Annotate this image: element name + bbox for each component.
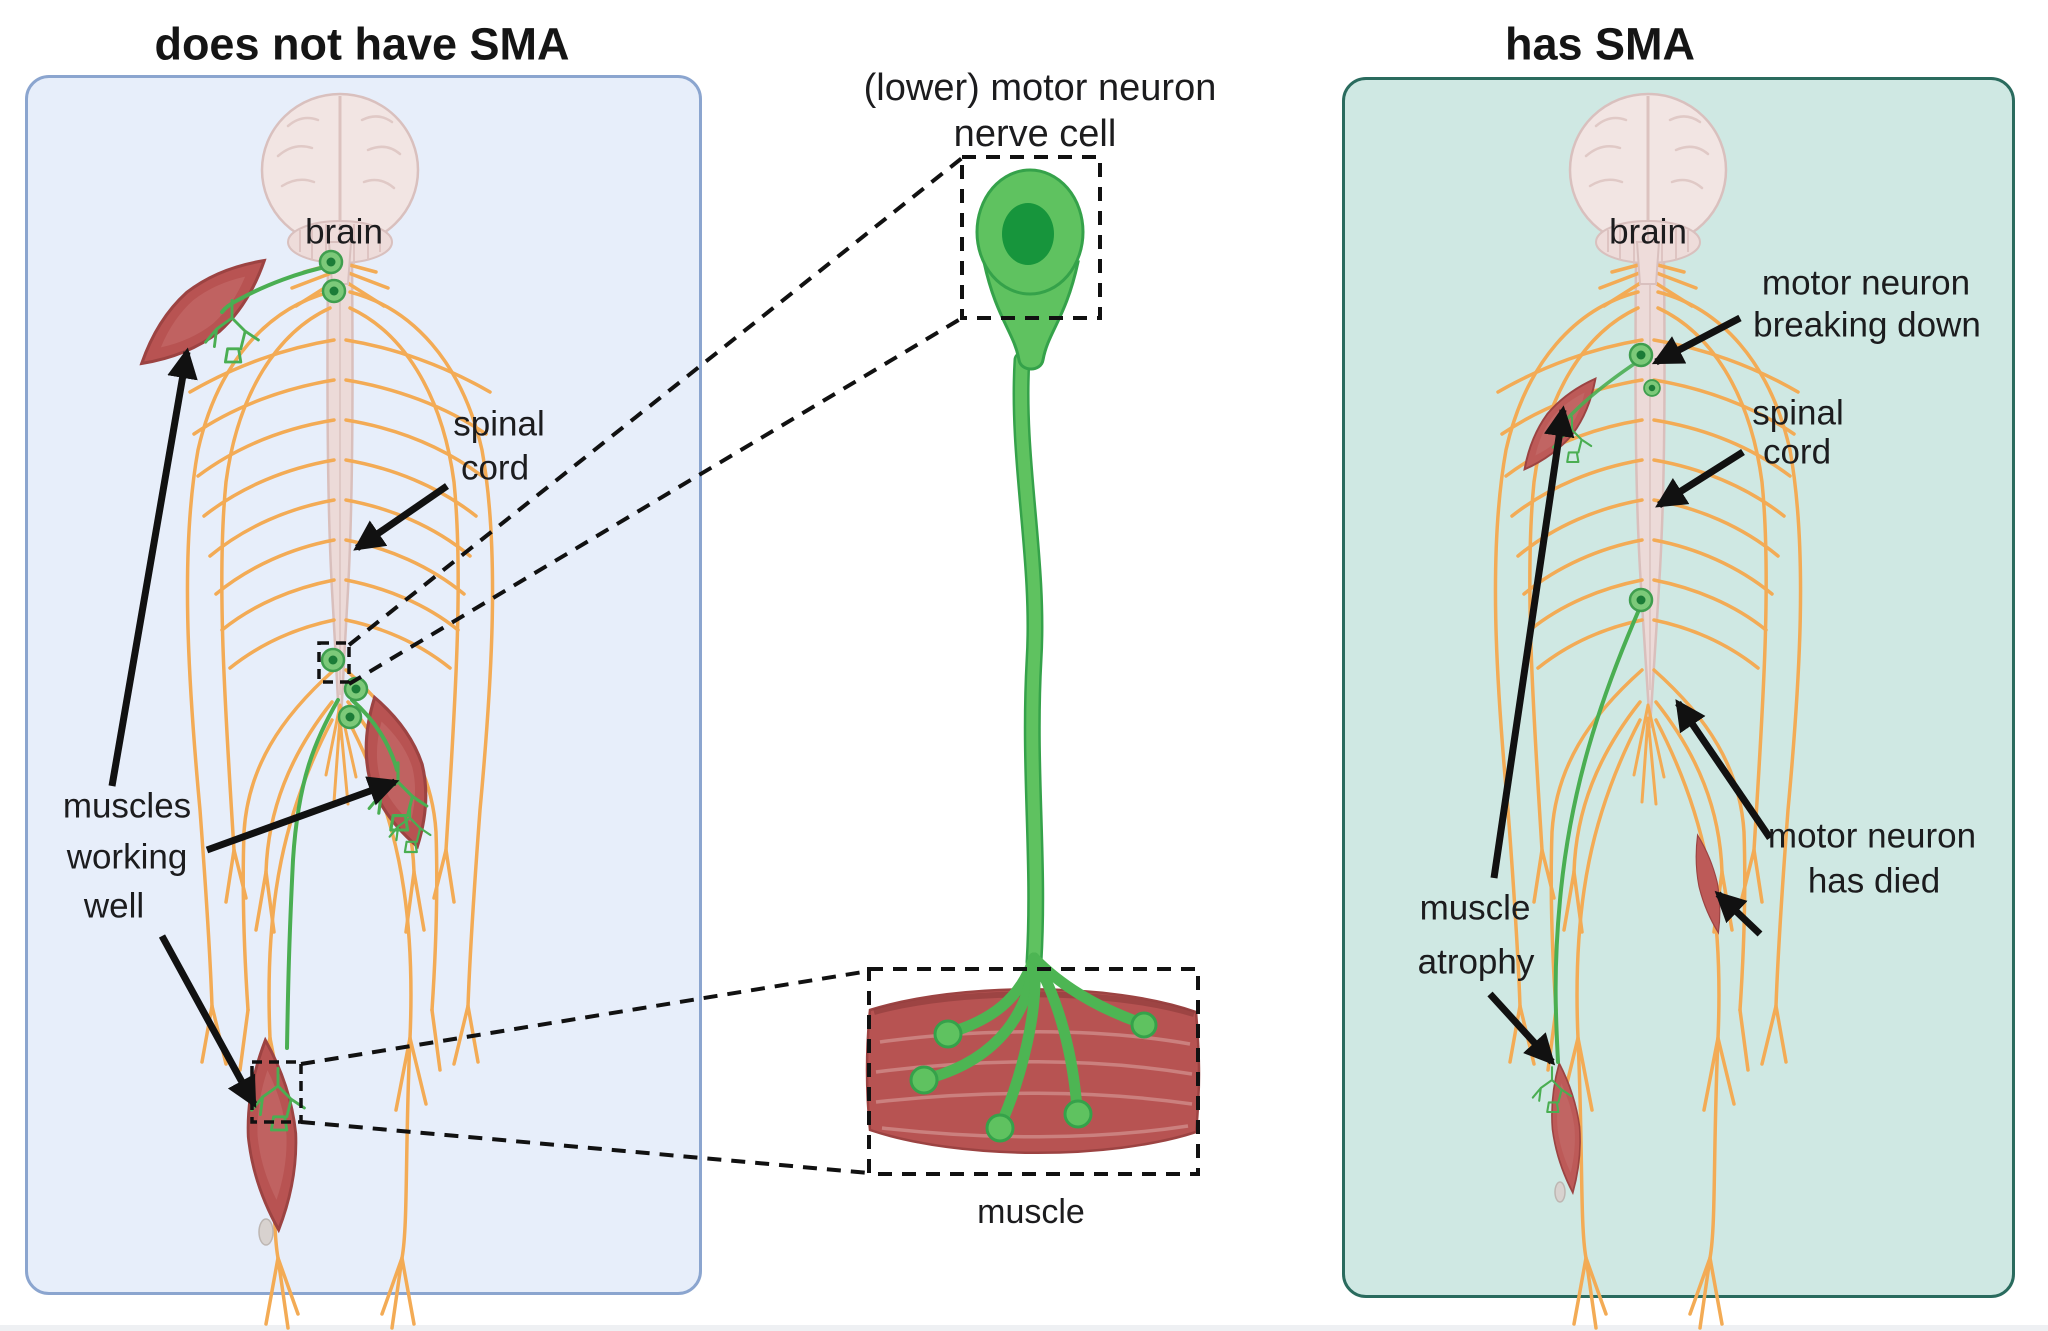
muscle-atrophy-label-line1: muscle xyxy=(1419,888,1531,928)
muscles-working-label-line3: well xyxy=(83,886,145,926)
right-spinal-label-line2: cord xyxy=(1762,432,1832,472)
right-body-figure xyxy=(1495,92,1800,1328)
arrow-muscles-hip xyxy=(205,776,400,854)
muscles-working-label-line2: working xyxy=(66,837,188,877)
right-motor-neuron-breaking-icon xyxy=(1643,379,1661,397)
left-motor-neuron-icon xyxy=(321,278,347,304)
muscle-inset-label: muscle xyxy=(977,1193,1085,1231)
arrow-died-to-cord xyxy=(1675,699,1773,840)
arrow-spinal-cord-left xyxy=(353,483,449,551)
annotation-arrows xyxy=(108,314,1773,1109)
breaking-down-label-line2: breaking down xyxy=(1753,305,1981,345)
arrow-spinal-cord-right xyxy=(1655,449,1745,508)
right-spinal-label-line1: spinal xyxy=(1752,393,1844,433)
left-motor-neuron-icon xyxy=(318,249,344,275)
left-spinal-label-line1: spinal xyxy=(453,404,545,444)
arrow-muscles-shoulder xyxy=(108,347,198,787)
neuron-nucleus xyxy=(1002,203,1054,265)
inset-title-line2: nerve cell xyxy=(953,113,1117,155)
arrow-atrophy-leg xyxy=(1487,991,1556,1066)
left-panel-title: does not have SMA xyxy=(154,18,570,70)
muscles-working-label-line1: muscles xyxy=(62,786,192,826)
left-motor-neuron-icon xyxy=(337,704,363,730)
right-panel-title: has SMA xyxy=(1504,18,1696,70)
has-died-label-line2: has died xyxy=(1807,861,1941,901)
zoom-connector-lines xyxy=(300,156,964,1175)
arrow-muscles-leg xyxy=(158,934,258,1109)
neuron-zoom-box xyxy=(960,155,1102,320)
right-brain xyxy=(1568,92,1728,286)
left-spinal-label-line2: cord xyxy=(460,448,530,488)
muscle-atrophy-label-line2: atrophy xyxy=(1417,942,1535,982)
bottom-edge-strip xyxy=(0,1325,2048,1331)
muscle-zoom-box xyxy=(867,967,1200,1176)
right-brain-label: brain xyxy=(1609,212,1687,252)
arrow-died-to-muscle xyxy=(1714,890,1763,937)
right-motor-neuron-breaking-icon xyxy=(1628,342,1654,368)
breaking-down-label-line1: motor neuron xyxy=(1761,263,1971,303)
axon xyxy=(1015,354,1042,968)
arrow-atrophy-shoulder xyxy=(1490,405,1575,879)
right-motor-neuron-icon xyxy=(1628,587,1654,613)
left-motor-neuron-icon xyxy=(320,647,346,673)
motor-neuron-inset xyxy=(865,155,1201,1176)
has-died-label-line1: motor neuron xyxy=(1767,816,1977,856)
arrow-breaking-down xyxy=(1651,314,1742,366)
left-body-figure xyxy=(123,92,492,1328)
left-brain-label: brain xyxy=(305,212,383,252)
inset-title-line1: (lower) motor neuron xyxy=(863,67,1217,109)
